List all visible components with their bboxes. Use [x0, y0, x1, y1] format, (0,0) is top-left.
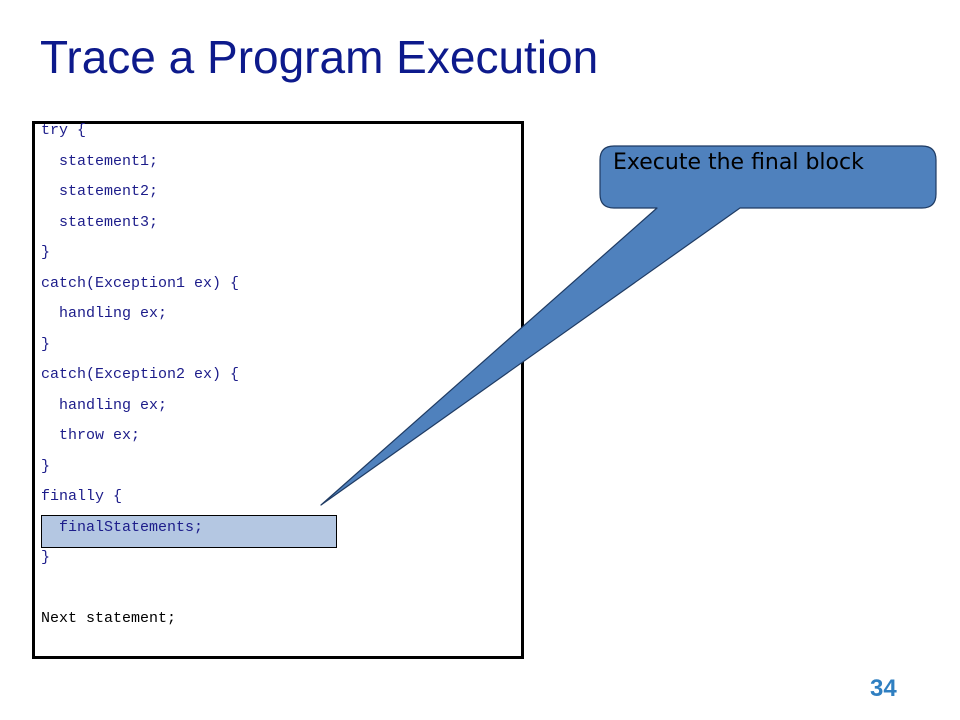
code-line: } [41, 458, 51, 475]
code-line: } [41, 244, 51, 261]
code-line: statement3; [41, 214, 159, 231]
code-line: catch(Exception1 ex) { [41, 275, 240, 292]
slide-title: Trace a Program Execution [40, 31, 599, 83]
callout-bubble [320, 145, 937, 506]
code-panel [32, 121, 524, 659]
code-line: } [41, 336, 51, 353]
code-line: catch(Exception2 ex) { [41, 366, 240, 383]
code-line: } [41, 549, 51, 566]
highlighted-line [41, 515, 337, 548]
code-line: handling ex; [41, 305, 168, 322]
code-line-highlighted: finalStatements; [41, 519, 204, 536]
code-line: throw ex; [41, 427, 141, 444]
page-number: 34 [870, 675, 897, 702]
code-line: statement1; [41, 153, 159, 170]
code-line: finally { [41, 488, 123, 505]
code-line: statement2; [41, 183, 159, 200]
callout-text: Execute the final block [613, 150, 864, 175]
code-line: handling ex; [41, 397, 168, 414]
code-line: Next statement; [41, 610, 177, 627]
code-line: try { [41, 122, 87, 139]
